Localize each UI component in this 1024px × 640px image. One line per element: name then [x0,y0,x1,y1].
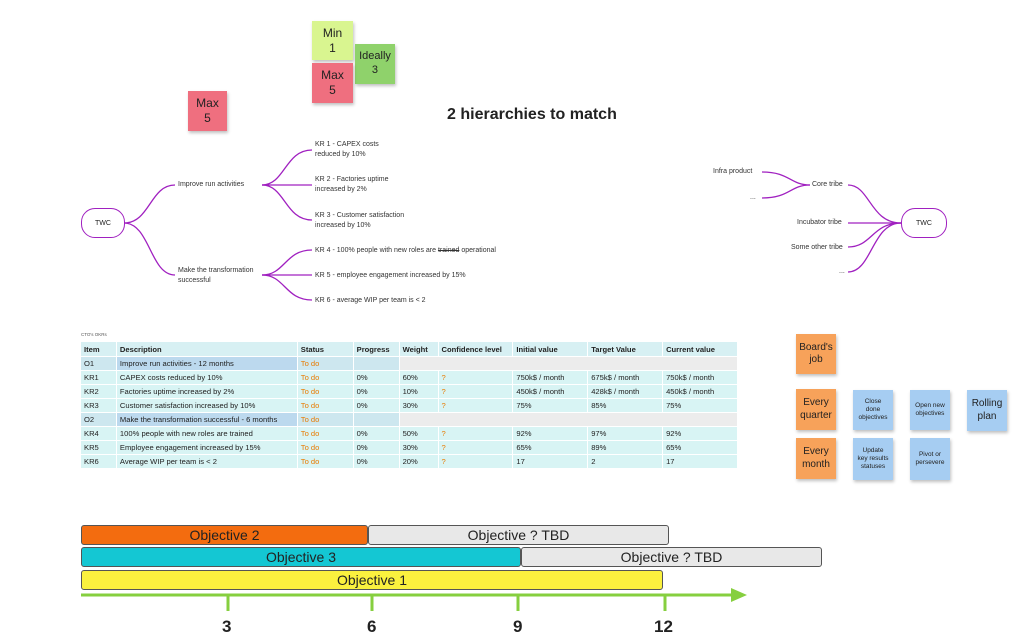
sticky-max-top[interactable]: Max 5 [312,63,353,103]
sticky-every-quarter[interactable]: Every quarter [796,389,836,430]
col-header: Progress [352,341,400,357]
cell-description: Employee engagement increased by 15% [115,440,298,455]
cell-description: Make the transformation successful - 6 m… [115,412,298,427]
sticky-pivot[interactable]: Pivot or persevere [910,438,950,480]
cell-progress: 0% [352,454,400,469]
cell-confidence: ? [437,384,514,399]
sticky-max-left[interactable]: Max 5 [188,91,227,131]
cell-confidence: ? [437,440,514,455]
bar-objective-2[interactable]: Objective 2 [81,525,368,545]
okr-table: Item Description Status Progress Weight … [80,341,739,469]
cell-status: To do [296,454,354,469]
table-header-row: Item Description Status Progress Weight … [80,341,738,357]
tick-label-3: 3 [222,617,232,636]
cell-confidence: ? [437,426,514,441]
table-caption: CTO's OKRs [81,332,107,337]
cell-target: 85% [587,398,664,413]
cell-confidence: ? [437,370,514,385]
sticky-update-kr[interactable]: Update key results statuses [853,438,893,480]
col-header: Current value [662,341,738,357]
table-row-kr4[interactable]: KR4 100% people with new roles are train… [80,426,738,441]
cell-description: Average WIP per team is < 2 [115,454,298,469]
right-tree-core-tribe: Core tribe [812,181,843,188]
cell-weight: 50% [398,426,439,441]
sticky-boards-job[interactable]: Board's job [796,334,836,374]
left-tree-root: TWC [81,208,125,238]
right-tree-ellipsis-2: ... [839,268,845,275]
left-tree-objective-2: Make the transformation successful [178,267,254,285]
col-header: Weight [398,341,439,357]
cell-weight: 20% [398,454,439,469]
table-row-kr2[interactable]: KR2 Factories uptime increased by 2% To … [80,384,738,399]
right-tree-incubator-tribe: Incubator tribe [797,219,842,226]
cell-initial: 17 [512,454,589,469]
cell-status: To do [296,398,354,413]
cell-confidence: ? [437,398,514,413]
left-tree-kr4: KR 4 - 100% people with new roles are tr… [315,246,496,256]
left-tree-kr5: KR 5 - employee engagement increased by … [315,272,466,279]
left-tree-objective-1: Improve run activities [178,181,245,188]
cell-description: Customer satisfaction increased by 10% [115,398,298,413]
cell-progress: 0% [352,370,400,385]
left-tree-kr3: KR 3 - Customer satisfaction increased b… [315,212,405,230]
tick-label-9: 9 [513,617,523,636]
left-tree-kr6: KR 6 - average WIP per team is < 2 [315,297,426,304]
cell-initial: 92% [512,426,589,441]
cell-description: Improve run activities - 12 months [115,356,298,371]
right-tree-some-other-tribe: Some other tribe [791,244,843,251]
table-row-o1[interactable]: O1 Improve run activities - 12 months To… [80,356,739,371]
col-header: Description [115,341,298,357]
cell-target: 2 [587,454,664,469]
sticky-rolling-plan[interactable]: Rolling plan [967,390,1007,431]
cell-description: 100% people with new roles are trained [115,426,298,441]
page-title: 2 hierarchies to match [447,106,617,123]
cell-current: 17 [662,454,738,469]
right-tree-infra-product: Infra product [713,168,753,175]
tick-label-12: 12 [654,617,673,636]
col-header: Confidence level [437,341,514,357]
sticky-close-done[interactable]: Close done objectives [853,390,893,430]
cell-description: CAPEX costs reduced by 10% [115,370,298,385]
left-tree-kr1: KR 1 - CAPEX costs reduced by 10% [315,141,379,159]
cell-current: 750k$ / month [662,370,738,385]
sticky-every-month[interactable]: Every month [796,438,836,479]
table-row-kr6[interactable]: KR6 Average WIP per team is < 2 To do 0%… [80,454,738,469]
kr4-suffix: operational [459,247,496,254]
tick-label-6: 6 [367,617,377,636]
right-tree-root: TWC [901,208,947,238]
cell-initial: 750k$ / month [512,370,589,385]
cell-blank [398,412,739,427]
kr4-struck: trained [437,247,460,254]
cell-progress: 0% [352,398,400,413]
bar-objective-tbd-1[interactable]: Objective ? TBD [368,525,669,545]
left-tree-kr2: KR 2 - Factories uptime increased by 2% [315,176,389,194]
cell-current: 65% [662,440,738,455]
cell-target: 97% [587,426,664,441]
right-tree-ellipsis-1: ... [750,194,756,201]
sticky-ideally[interactable]: Ideally 3 [355,44,395,84]
cell-status: To do [296,356,354,371]
cell-target: 428k$ / month [587,384,664,399]
bar-objective-1[interactable]: Objective 1 [81,570,663,590]
col-header: Initial value [512,341,589,357]
kr4-prefix: KR 4 - 100% people with new roles are [315,247,438,254]
cell-item: KR5 [80,440,117,455]
bar-objective-tbd-2[interactable]: Objective ? TBD [521,547,822,567]
sticky-min[interactable]: Min 1 [312,21,353,60]
table-row-kr5[interactable]: KR5 Employee engagement increased by 15%… [80,440,738,455]
table-row-o2[interactable]: O2 Make the transformation successful - … [80,412,739,427]
bar-objective-3[interactable]: Objective 3 [81,547,521,567]
table-row-kr1[interactable]: KR1 CAPEX costs reduced by 10% To do 0% … [80,370,738,385]
cell-weight: 60% [398,370,439,385]
cell-item: KR1 [80,370,117,385]
sticky-open-new[interactable]: Open new objectives [910,390,950,430]
